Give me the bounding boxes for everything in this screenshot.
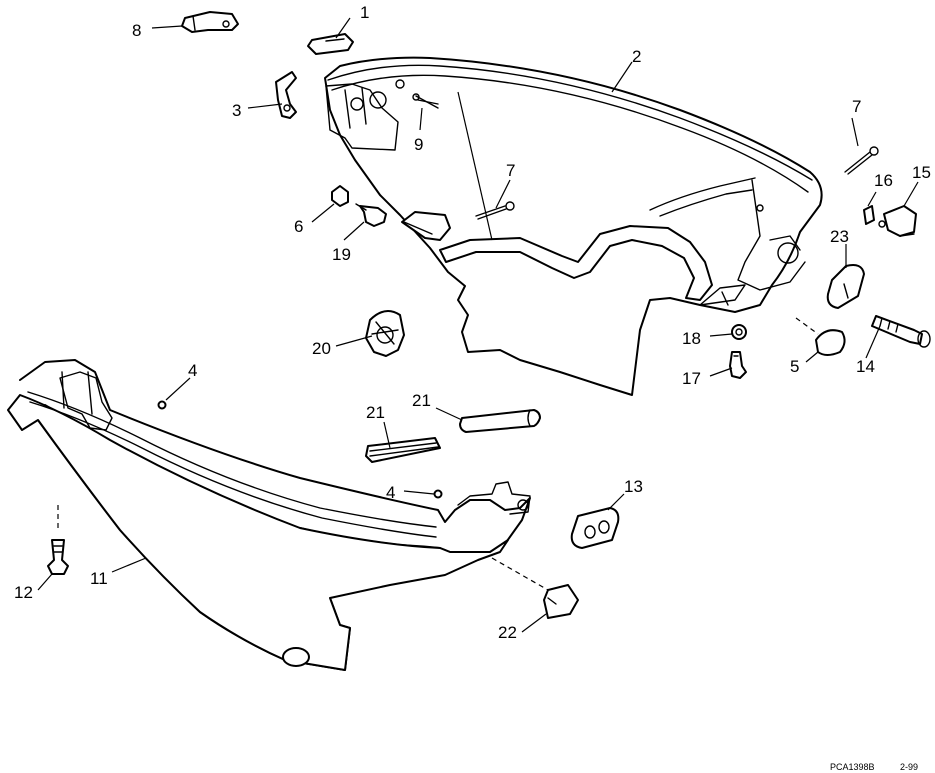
callout-23: 23: [830, 227, 849, 246]
callout-16: 16: [874, 171, 893, 190]
lower-engine-cover: [7, 359, 549, 671]
callout-22: 22: [498, 623, 517, 642]
part-13-grommet: [570, 507, 620, 549]
part-7-screw-center: [475, 201, 515, 220]
callout-4-lower: 4: [386, 483, 395, 502]
callout-1: 1: [360, 3, 369, 22]
part-23-grommet: [826, 264, 865, 309]
part-8-latch-handle: [181, 11, 239, 33]
reference-date: 2-99: [900, 762, 918, 772]
callout-2: 2: [632, 47, 641, 66]
callout-12: 12: [14, 583, 33, 602]
callout-labels: 1 2 3 4 4 5 6 7 7 8 9 11 12 13 14 15 16 …: [14, 3, 931, 642]
callout-21-strip: 21: [366, 403, 385, 422]
part-16-clip: [863, 205, 875, 225]
part-7-screw-right: [844, 146, 879, 175]
part-4-nut-upper: [157, 400, 167, 410]
part-6-grommet: [331, 185, 349, 207]
figure-reference: PCA1398B 2-99: [830, 762, 918, 772]
callout-19: 19: [332, 245, 351, 264]
callout-7-center: 7: [506, 161, 515, 180]
callout-9: 9: [414, 135, 423, 154]
part-17-pin: [729, 351, 747, 379]
part-12-screw: [47, 539, 69, 575]
callout-18: 18: [682, 329, 701, 348]
callout-14: 14: [856, 357, 875, 376]
part-5-plug: [795, 317, 846, 356]
callout-5: 5: [790, 357, 799, 376]
part-20-boot: [365, 310, 405, 357]
part-22-cap: [543, 584, 579, 619]
callout-15: 15: [912, 163, 931, 182]
part-9-screw: [412, 93, 439, 109]
part-3-hook: [275, 71, 297, 119]
callout-11: 11: [90, 569, 108, 588]
part-18-washer: [731, 324, 747, 340]
part-21-rod: [459, 409, 541, 433]
leader-lines: [37, 17, 919, 633]
callout-4-upper: 4: [188, 361, 197, 380]
part-15-bracket: [878, 205, 917, 237]
callout-17: 17: [682, 369, 701, 388]
callout-21-rod: 21: [412, 391, 431, 410]
callout-13: 13: [624, 477, 643, 496]
part-21-seal-strip: [365, 437, 441, 463]
part-1-clip: [307, 33, 354, 55]
callout-7-right: 7: [852, 97, 861, 116]
part-14-latch-pin: [871, 315, 931, 348]
callout-8: 8: [132, 21, 141, 40]
upper-engine-cover: [324, 56, 823, 396]
callout-6: 6: [294, 217, 303, 236]
callout-3: 3: [232, 101, 241, 120]
callout-20: 20: [312, 339, 331, 358]
part-4-nut-lower: [433, 489, 443, 499]
part-19-pin: [355, 203, 387, 227]
reference-code: PCA1398B: [830, 762, 875, 772]
